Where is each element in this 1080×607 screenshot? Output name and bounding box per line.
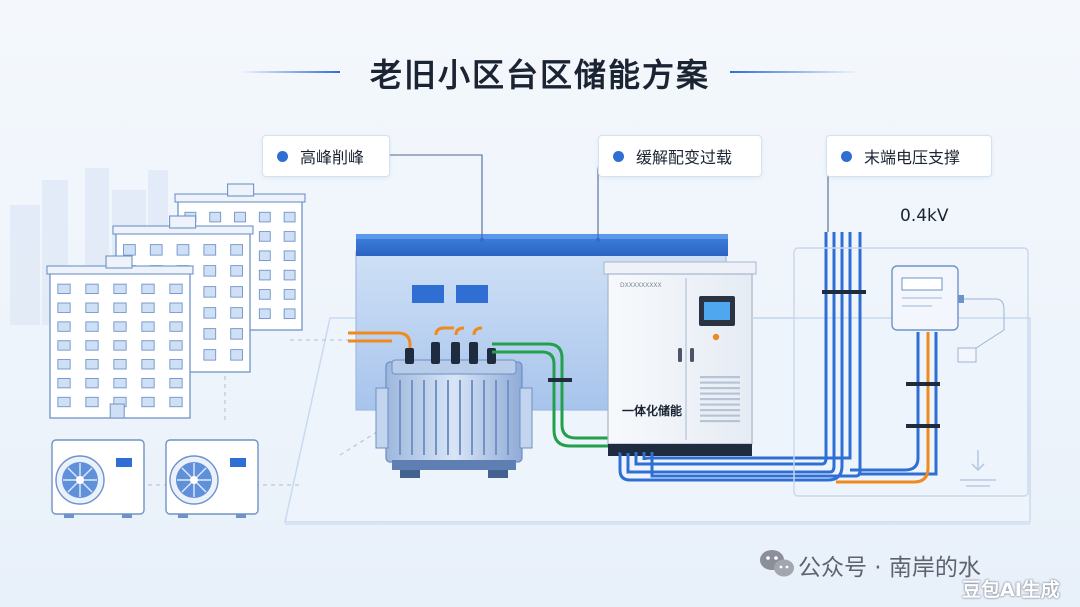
ess-brand-label: DXXXXXXXXX	[620, 282, 662, 289]
callout-label: 高峰削峰	[300, 148, 365, 167]
callout-peak-shaving: 高峰削峰	[262, 135, 390, 177]
page-title: 老旧小区台区储能方案	[369, 56, 710, 94]
cable-clamps	[620, 290, 940, 453]
voltage-label: 0.4kV	[900, 206, 949, 226]
air-conditioner-units	[51, 439, 259, 518]
output-line-orange	[836, 332, 930, 484]
ai-brand-mark: 豆包AI生成	[962, 579, 1060, 601]
watermark: 公众号 · 南岸的水	[760, 548, 981, 582]
bullet-dot-icon	[613, 150, 624, 162]
ac-outdoor-unit	[51, 439, 145, 518]
incoming-lines-orange	[348, 326, 483, 350]
low-voltage-panel-outline	[793, 247, 1029, 497]
callout-relieve-overload: 缓解配变过载	[598, 135, 762, 177]
ess-indicator-light	[712, 333, 720, 341]
bullet-dot-icon	[277, 150, 288, 162]
substation-window	[456, 285, 488, 303]
substation-window	[412, 285, 444, 303]
apartment-building	[46, 255, 194, 419]
lines-green	[492, 342, 610, 448]
integrated-energy-storage-cabinet	[603, 261, 757, 456]
distribution-transformer	[375, 342, 533, 478]
title-divider-right	[730, 71, 860, 73]
ac-outdoor-unit	[165, 439, 259, 518]
title-divider-left	[240, 71, 340, 73]
substation-roof	[356, 234, 728, 256]
electric-meter	[891, 265, 1005, 363]
callout-voltage-support: 末端电压支撑	[826, 135, 992, 177]
watermark-text: 公众号 · 南岸的水	[798, 555, 981, 581]
grounding-icon	[960, 450, 996, 487]
residential-buildings	[46, 183, 306, 419]
ess-label: 一体化储能	[622, 404, 683, 418]
callout-label: 末端电压支撑	[864, 148, 961, 167]
output-lines-blue	[618, 232, 938, 482]
wechat-icon	[760, 550, 794, 577]
bullet-dot-icon	[841, 150, 852, 162]
callout-label: 缓解配变过载	[636, 148, 733, 167]
